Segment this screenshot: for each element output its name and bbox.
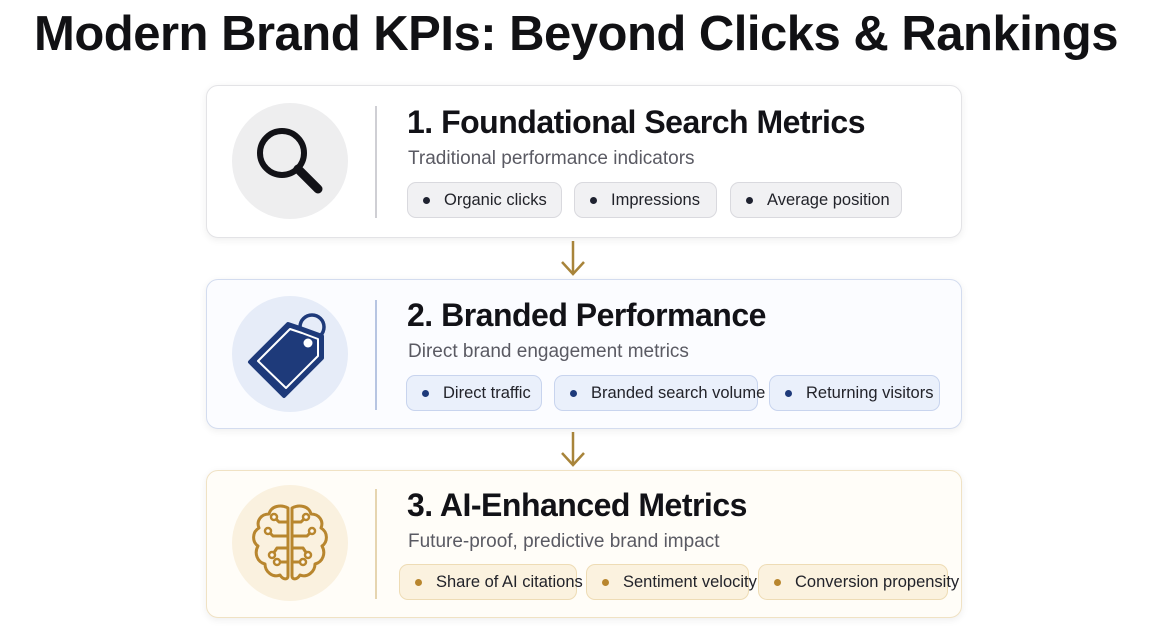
stage-2-icon-circle	[232, 296, 348, 412]
bullet-dot	[774, 578, 781, 586]
bullet-dot	[422, 389, 429, 397]
metric-label: Impressions	[611, 190, 700, 209]
stage-subtitle: Future-proof, predictive brand impact	[408, 531, 720, 552]
stage-3-icon-circle	[232, 485, 348, 601]
page-title: Modern Brand KPIs: Beyond Clicks & Ranki…	[34, 7, 1118, 61]
stage-subtitle: Direct brand engagement metrics	[408, 341, 689, 362]
metric-label: Organic clicks	[444, 190, 547, 209]
metric-label: Direct traffic	[443, 383, 531, 402]
bullet-dot	[785, 389, 792, 397]
stage-1-icon-circle	[232, 103, 348, 219]
metric-pill: Returning visitors	[769, 375, 940, 411]
down-arrow-icon	[561, 432, 585, 467]
stage-title: 3. AI-Enhanced Metrics	[407, 487, 747, 523]
stage-1-divider	[375, 106, 377, 218]
bullet-dot	[590, 196, 597, 204]
stage-2-divider	[375, 300, 377, 410]
metric-pill: Impressions	[574, 182, 717, 218]
stage-3-divider	[375, 489, 377, 599]
bullet-dot	[423, 196, 430, 204]
metric-label: Share of AI citations	[436, 572, 583, 591]
metric-label: Conversion propensity	[795, 572, 960, 591]
tag-icon	[248, 313, 326, 398]
stage-title: 2. Branded Performance	[407, 297, 766, 333]
metric-pill: Share of AI citations	[399, 564, 583, 600]
stage-card-ai-enhanced: 3. AI-Enhanced Metrics Future-proof, pre…	[206, 470, 962, 618]
metric-pill: Sentiment velocity	[586, 564, 757, 600]
metric-label: Branded search volume	[591, 383, 766, 402]
bullet-dot	[570, 389, 577, 397]
metric-pill: Conversion propensity	[758, 564, 959, 600]
metric-pill: Organic clicks	[407, 182, 562, 218]
stage-subtitle: Traditional performance indicators	[408, 148, 695, 169]
stage-card-foundational: 1. Foundational Search Metrics Tradition…	[206, 85, 962, 238]
bullet-dot	[415, 578, 422, 586]
metric-label: Returning visitors	[806, 383, 934, 402]
metric-pill: Average position	[730, 182, 902, 218]
stage-title: 1. Foundational Search Metrics	[407, 104, 866, 140]
stage-card-branded: 2. Branded Performance Direct brand enga…	[206, 279, 962, 429]
bullet-dot	[602, 578, 609, 586]
bullet-dot	[746, 196, 753, 204]
metric-label: Average position	[767, 190, 890, 209]
magnifier-icon	[257, 128, 323, 194]
metric-label: Sentiment velocity	[623, 572, 757, 591]
metric-pill: Direct traffic	[406, 375, 542, 411]
metric-pill: Branded search volume	[554, 375, 765, 411]
down-arrow-icon	[561, 241, 585, 276]
brain-circuit-icon	[252, 504, 328, 581]
